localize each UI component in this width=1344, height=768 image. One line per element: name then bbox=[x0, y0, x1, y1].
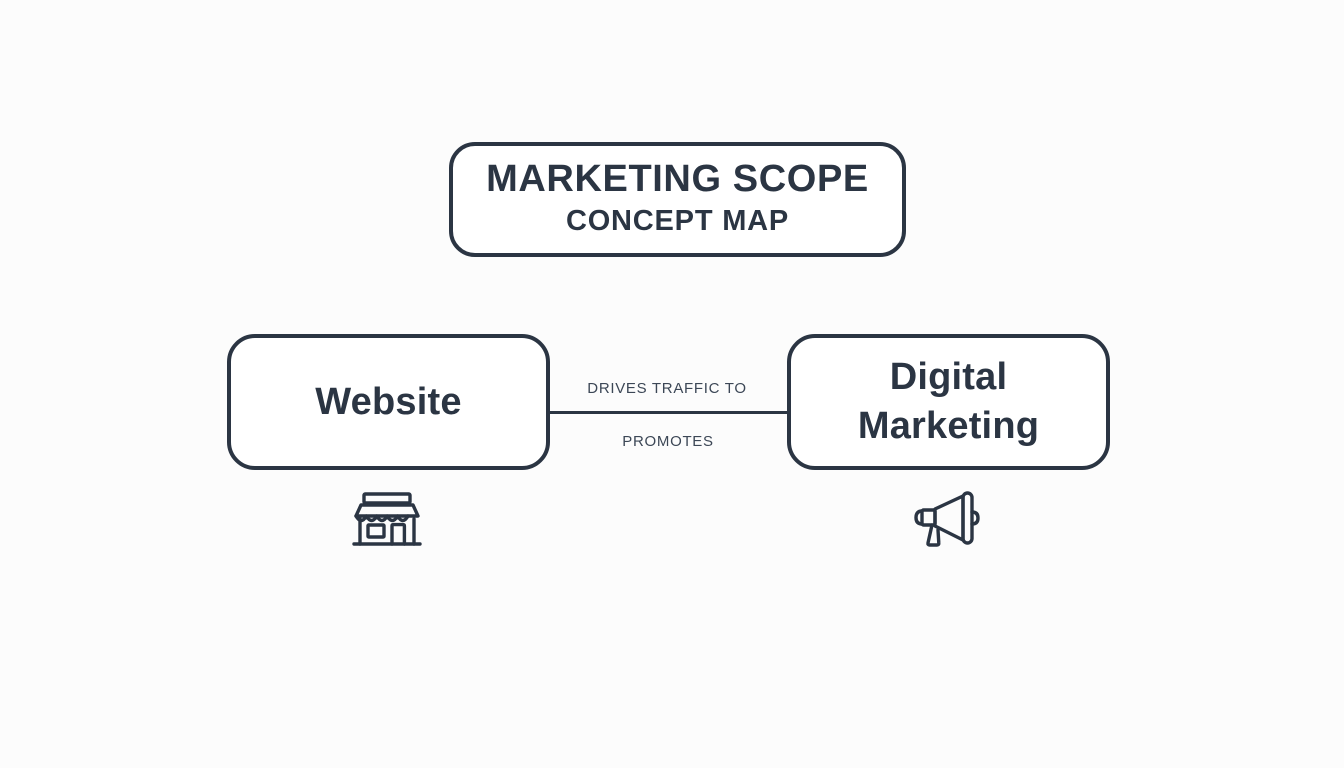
page-subtitle: CONCEPT MAP bbox=[565, 204, 790, 237]
node-website[interactable]: Website bbox=[227, 334, 550, 470]
node-digital-marketing-label: Digital Marketing bbox=[848, 353, 1049, 450]
title-card: MARKETING SCOPE CONCEPT MAP bbox=[449, 142, 906, 257]
node-digital-marketing[interactable]: Digital Marketing bbox=[787, 334, 1110, 470]
storefront-icon bbox=[350, 490, 424, 552]
node-website-label: Website bbox=[315, 380, 462, 423]
megaphone-icon bbox=[911, 490, 985, 552]
node-digital-marketing-label-line2: Marketing bbox=[857, 405, 1040, 447]
edge-label-drives-traffic-to: DRIVES TRAFFIC TO bbox=[587, 380, 747, 397]
node-digital-marketing-label-line1: Digital bbox=[889, 356, 1008, 399]
edge-label-promotes: PROMOTES bbox=[622, 433, 714, 450]
edge-connector-line bbox=[548, 411, 789, 414]
page-title: MARKETING SCOPE bbox=[486, 158, 869, 200]
